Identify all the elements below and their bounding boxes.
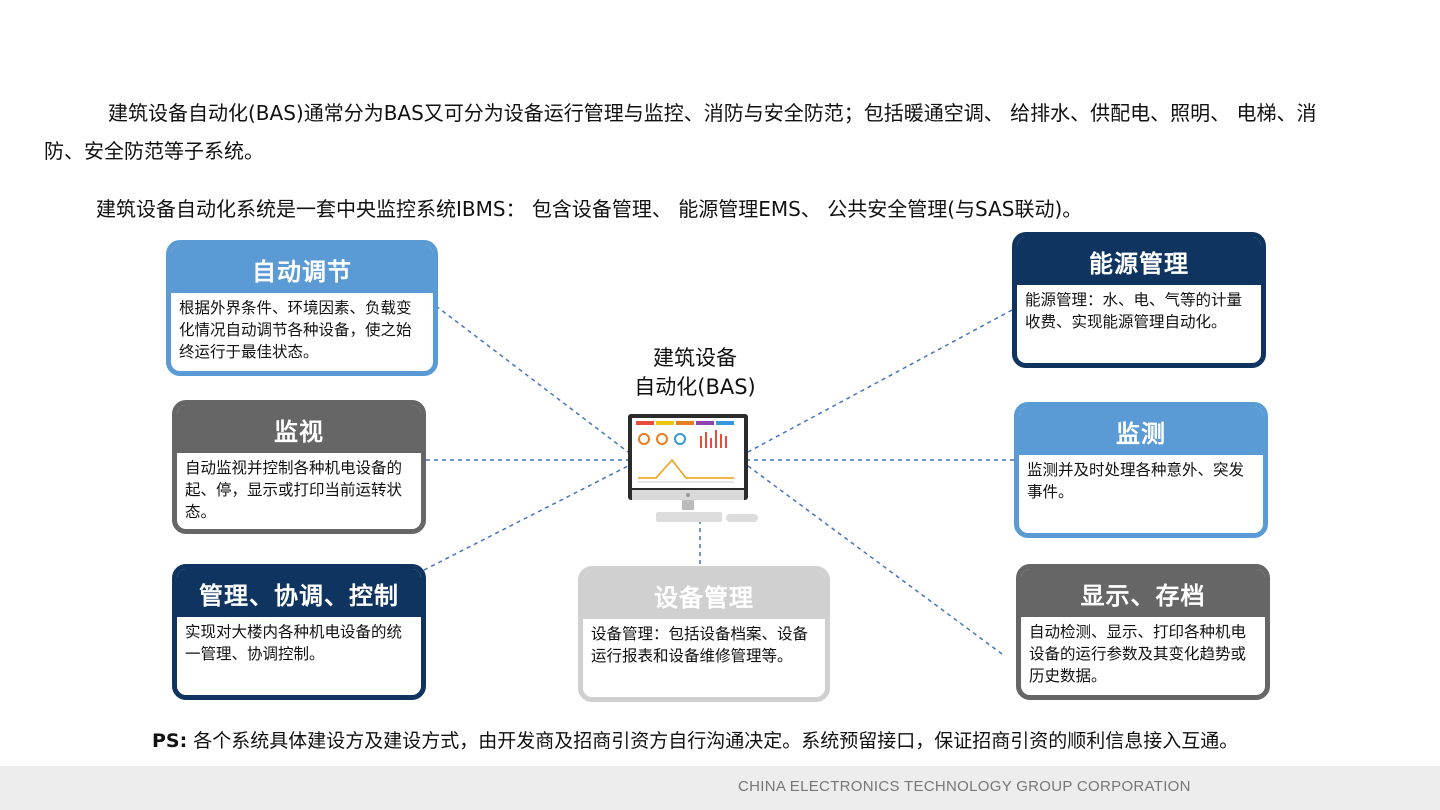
center-title-line2: 自动化(BAS)	[634, 375, 756, 399]
ps-label: PS:	[152, 730, 188, 752]
card-auto-adjust-text: 根据外界条件、环境因素、负载变化情况自动调节各种设备，使之始终运行于最佳状态。	[179, 299, 412, 361]
center-title-line1: 建筑设备	[653, 346, 737, 370]
card-auto-adjust: 自动调节 根据外界条件、环境因素、负载变化情况自动调节各种设备，使之始终运行于最…	[166, 240, 438, 376]
card-energy: 能源管理 能源管理：水、电、气等的计量收费、实现能源管理自动化。	[1012, 232, 1266, 368]
card-energy-title: 能源管理	[1017, 237, 1261, 285]
card-manage-text: 实现对大楼内各种机电设备的统一管理、协调控制。	[185, 623, 403, 663]
card-device-mgmt-title: 设备管理	[583, 571, 825, 619]
card-device-mgmt: 设备管理 设备管理：包括设备档案、设备运行报表和设备维修管理等。	[578, 566, 830, 702]
card-energy-text: 能源管理：水、电、气等的计量收费、实现能源管理自动化。	[1025, 291, 1243, 331]
card-monitor-title: 监视	[177, 405, 421, 453]
link-auto-adjust	[435, 305, 629, 453]
link-manage	[423, 465, 629, 571]
card-detect-title: 监测	[1019, 407, 1263, 455]
card-display: 显示、存档 自动检测、显示、打印各种机电设备的运行参数及其变化趋势或历史数据。	[1016, 564, 1270, 700]
card-device-mgmt-text: 设备管理：包括设备档案、设备运行报表和设备维修管理等。	[591, 625, 809, 665]
ps-note: PS: 各个系统具体建设方及建设方式，由开发商及招商引资方自行沟通决定。系统预留…	[152, 726, 1238, 753]
center-title: 建筑设备 自动化(BAS)	[610, 344, 780, 402]
computer-monitor-icon	[628, 414, 758, 522]
card-manage: 管理、协调、控制 实现对大楼内各种机电设备的统一管理、协调控制。	[172, 564, 426, 700]
card-auto-adjust-title: 自动调节	[171, 245, 433, 293]
card-monitor-text: 自动监视并控制各种机电设备的起、停，显示或打印当前运转状态。	[185, 459, 403, 521]
footer-bar: CHINA ELECTRONICS TECHNOLOGY GROUP CORPO…	[0, 766, 1440, 810]
intro-paragraph-2: 建筑设备自动化系统是一套中央监控系统IBMS： 包含设备管理、 能源管理EMS、…	[96, 197, 1083, 221]
link-energy	[747, 309, 1013, 453]
footer-company-name: CHINA ELECTRONICS TECHNOLOGY GROUP CORPO…	[738, 778, 1191, 795]
card-detect: 监测 监测并及时处理各种意外、突发事件。	[1014, 402, 1268, 538]
intro-paragraph-1: 建筑设备自动化(BAS)通常分为BAS又可分为设备运行管理与监控、消防与安全防范…	[44, 101, 1317, 163]
card-display-title: 显示、存档	[1021, 569, 1265, 617]
ps-text: 各个系统具体建设方及建设方式，由开发商及招商引资方自行沟通决定。系统预留接口，保…	[187, 730, 1239, 752]
card-display-text: 自动检测、显示、打印各种机电设备的运行参数及其变化趋势或历史数据。	[1029, 623, 1247, 685]
card-monitor: 监视 自动监视并控制各种机电设备的起、停，显示或打印当前运转状态。	[172, 400, 426, 534]
card-manage-title: 管理、协调、控制	[177, 569, 421, 617]
card-detect-text: 监测并及时处理各种意外、突发事件。	[1027, 461, 1245, 501]
